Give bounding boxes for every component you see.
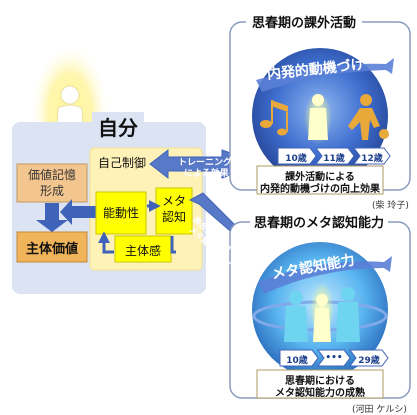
- value-memory-label-2: 形成: [39, 184, 64, 198]
- extracurricular-credit: (柴 玲子): [372, 201, 409, 211]
- extracurricular-caption-1: 課外活動による: [285, 172, 355, 183]
- metacognition-caption-box: [256, 369, 384, 399]
- extracurricular-caption-2: 内発的動機づけの向上効果: [260, 184, 380, 195]
- meta-label-1: メタ: [161, 194, 186, 208]
- extracurricular-age-2: 11歳: [323, 154, 345, 164]
- metacognition-banner-arrow: [258, 256, 392, 294]
- extracurricular-age-3: 12歳: [361, 154, 383, 164]
- agency-to-value-arrow: [60, 199, 98, 225]
- value-memory-label-1: 価値記憶: [27, 168, 76, 182]
- training-label-2: による効果: [184, 169, 229, 179]
- sport-player-icon: [348, 94, 389, 140]
- self-control-label: 自己制御: [98, 156, 147, 170]
- growth-figures-icon: [284, 282, 360, 342]
- sense-of-agency-label: 主体感: [124, 244, 161, 258]
- core-value-label: 主体価値: [25, 242, 78, 257]
- metacognition-caption-2: メタ認知能力の成熟: [275, 388, 365, 399]
- metacognition-age-3: 29歳: [358, 356, 380, 366]
- music-notes-icon: [260, 100, 288, 136]
- meta-label-2: 認知: [161, 210, 186, 224]
- training-label-1: トレーニング: [178, 158, 233, 168]
- extracurricular-caption-box: [256, 165, 384, 195]
- extracurricular-age-1: 10歳: [285, 154, 307, 164]
- metacognition-caption-1: 思春期における: [285, 376, 355, 387]
- agency-box: [95, 191, 147, 235]
- sense-to-agency-arrow: [98, 231, 114, 254]
- extracurricular-banner-arrow: [256, 58, 394, 92]
- self-title: 自分: [92, 112, 144, 141]
- metacognition-credit: (河田 ケルシ): [352, 405, 407, 415]
- metacognition-age-2: •••: [325, 353, 343, 363]
- value-memory-box: [16, 163, 88, 203]
- extracurricular-title: 思春期の課外活動: [246, 12, 363, 31]
- student-figure-icon: [308, 94, 328, 140]
- metacognition-age-1: 10歳: [286, 356, 308, 366]
- agency-label: 能動性: [102, 206, 139, 220]
- metacognition-title: 思春期のメタ認知能力: [250, 212, 389, 231]
- value-down-arrow: [36, 203, 68, 232]
- metacognition-age-arrows: [279, 349, 389, 367]
- extracurricular-age-arrows: [277, 147, 391, 165]
- meta-to-sense-arrow: [170, 236, 176, 254]
